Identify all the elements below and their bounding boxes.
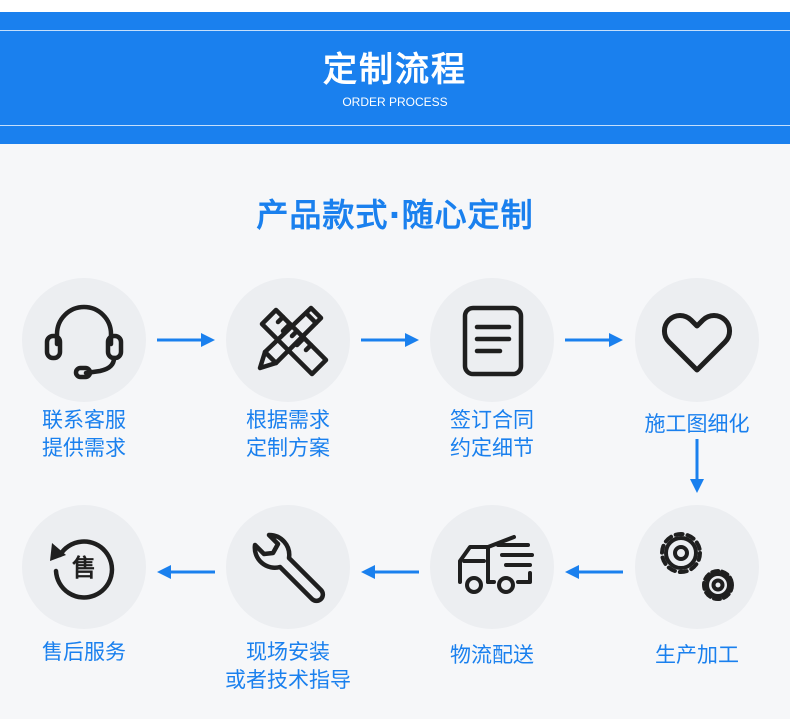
step-label-line1: 施工图细化 [644,412,750,436]
arrow-left-icon [361,565,419,579]
header-banner: 定制流程 ORDER PROCESS [0,12,790,144]
delivery-truck-icon [458,535,534,594]
step-contact-service [22,278,146,402]
step-production [635,505,759,629]
step-label-line1: 联系客服 [42,408,126,432]
wrench-icon [252,532,326,604]
arrow-right-icon [157,333,215,347]
step-custom-plan-label: 根据需求 定制方案 [198,406,378,462]
page-subtitle: ORDER PROCESS [342,95,448,109]
step-label-line2: 定制方案 [246,436,330,460]
arrow-left-icon [157,565,215,579]
gears-icon [660,532,734,601]
step-production-label: 生产加工 [607,641,787,669]
pencil-ruler-icon [257,305,329,377]
step-custom-plan [226,278,350,402]
step-after-sales: 售 [22,505,146,629]
slogan: 产品款式·随心定制 [256,196,534,234]
banner-bottom-line [0,125,790,126]
step-label-line2: 或者技术指导 [225,668,351,692]
page-title: 定制流程 [323,50,467,90]
step-after-sales-label: 售后服务 [0,638,174,666]
top-strip [0,0,790,12]
step-label-line1: 售后服务 [42,640,126,664]
step-label-line2: 提供需求 [42,436,126,460]
arrow-down-icon [690,439,704,493]
step-installation-label: 现场安装 或者技术指导 [198,638,378,694]
step-delivery-label: 物流配送 [402,641,582,669]
step-sign-contract [430,278,554,402]
after-sales-icon: 售 [50,539,115,600]
step-sign-contract-label: 签订合同 约定细节 [402,406,582,462]
step-drawing-detail [635,278,759,402]
step-label-line1: 签订合同 [450,408,534,432]
step-contact-service-label: 联系客服 提供需求 [0,406,174,462]
arrow-left-icon [565,565,623,579]
step-label-line1: 生产加工 [655,643,739,667]
headset-icon [44,304,124,380]
step-installation [226,505,350,629]
step-label-line1: 物流配送 [450,643,534,667]
arrow-right-icon [565,333,623,347]
step-label-line1: 根据需求 [246,408,330,432]
step-drawing-detail-label: 施工图细化 [607,410,787,438]
banner-top-line [0,30,790,31]
document-icon [462,305,524,377]
arrow-right-icon [361,333,419,347]
step-delivery [430,505,554,629]
step-label-line2: 约定细节 [450,436,534,460]
after-sales-badge: 售 [72,554,96,582]
heart-icon [661,312,733,373]
step-label-line1: 现场安装 [246,640,330,664]
